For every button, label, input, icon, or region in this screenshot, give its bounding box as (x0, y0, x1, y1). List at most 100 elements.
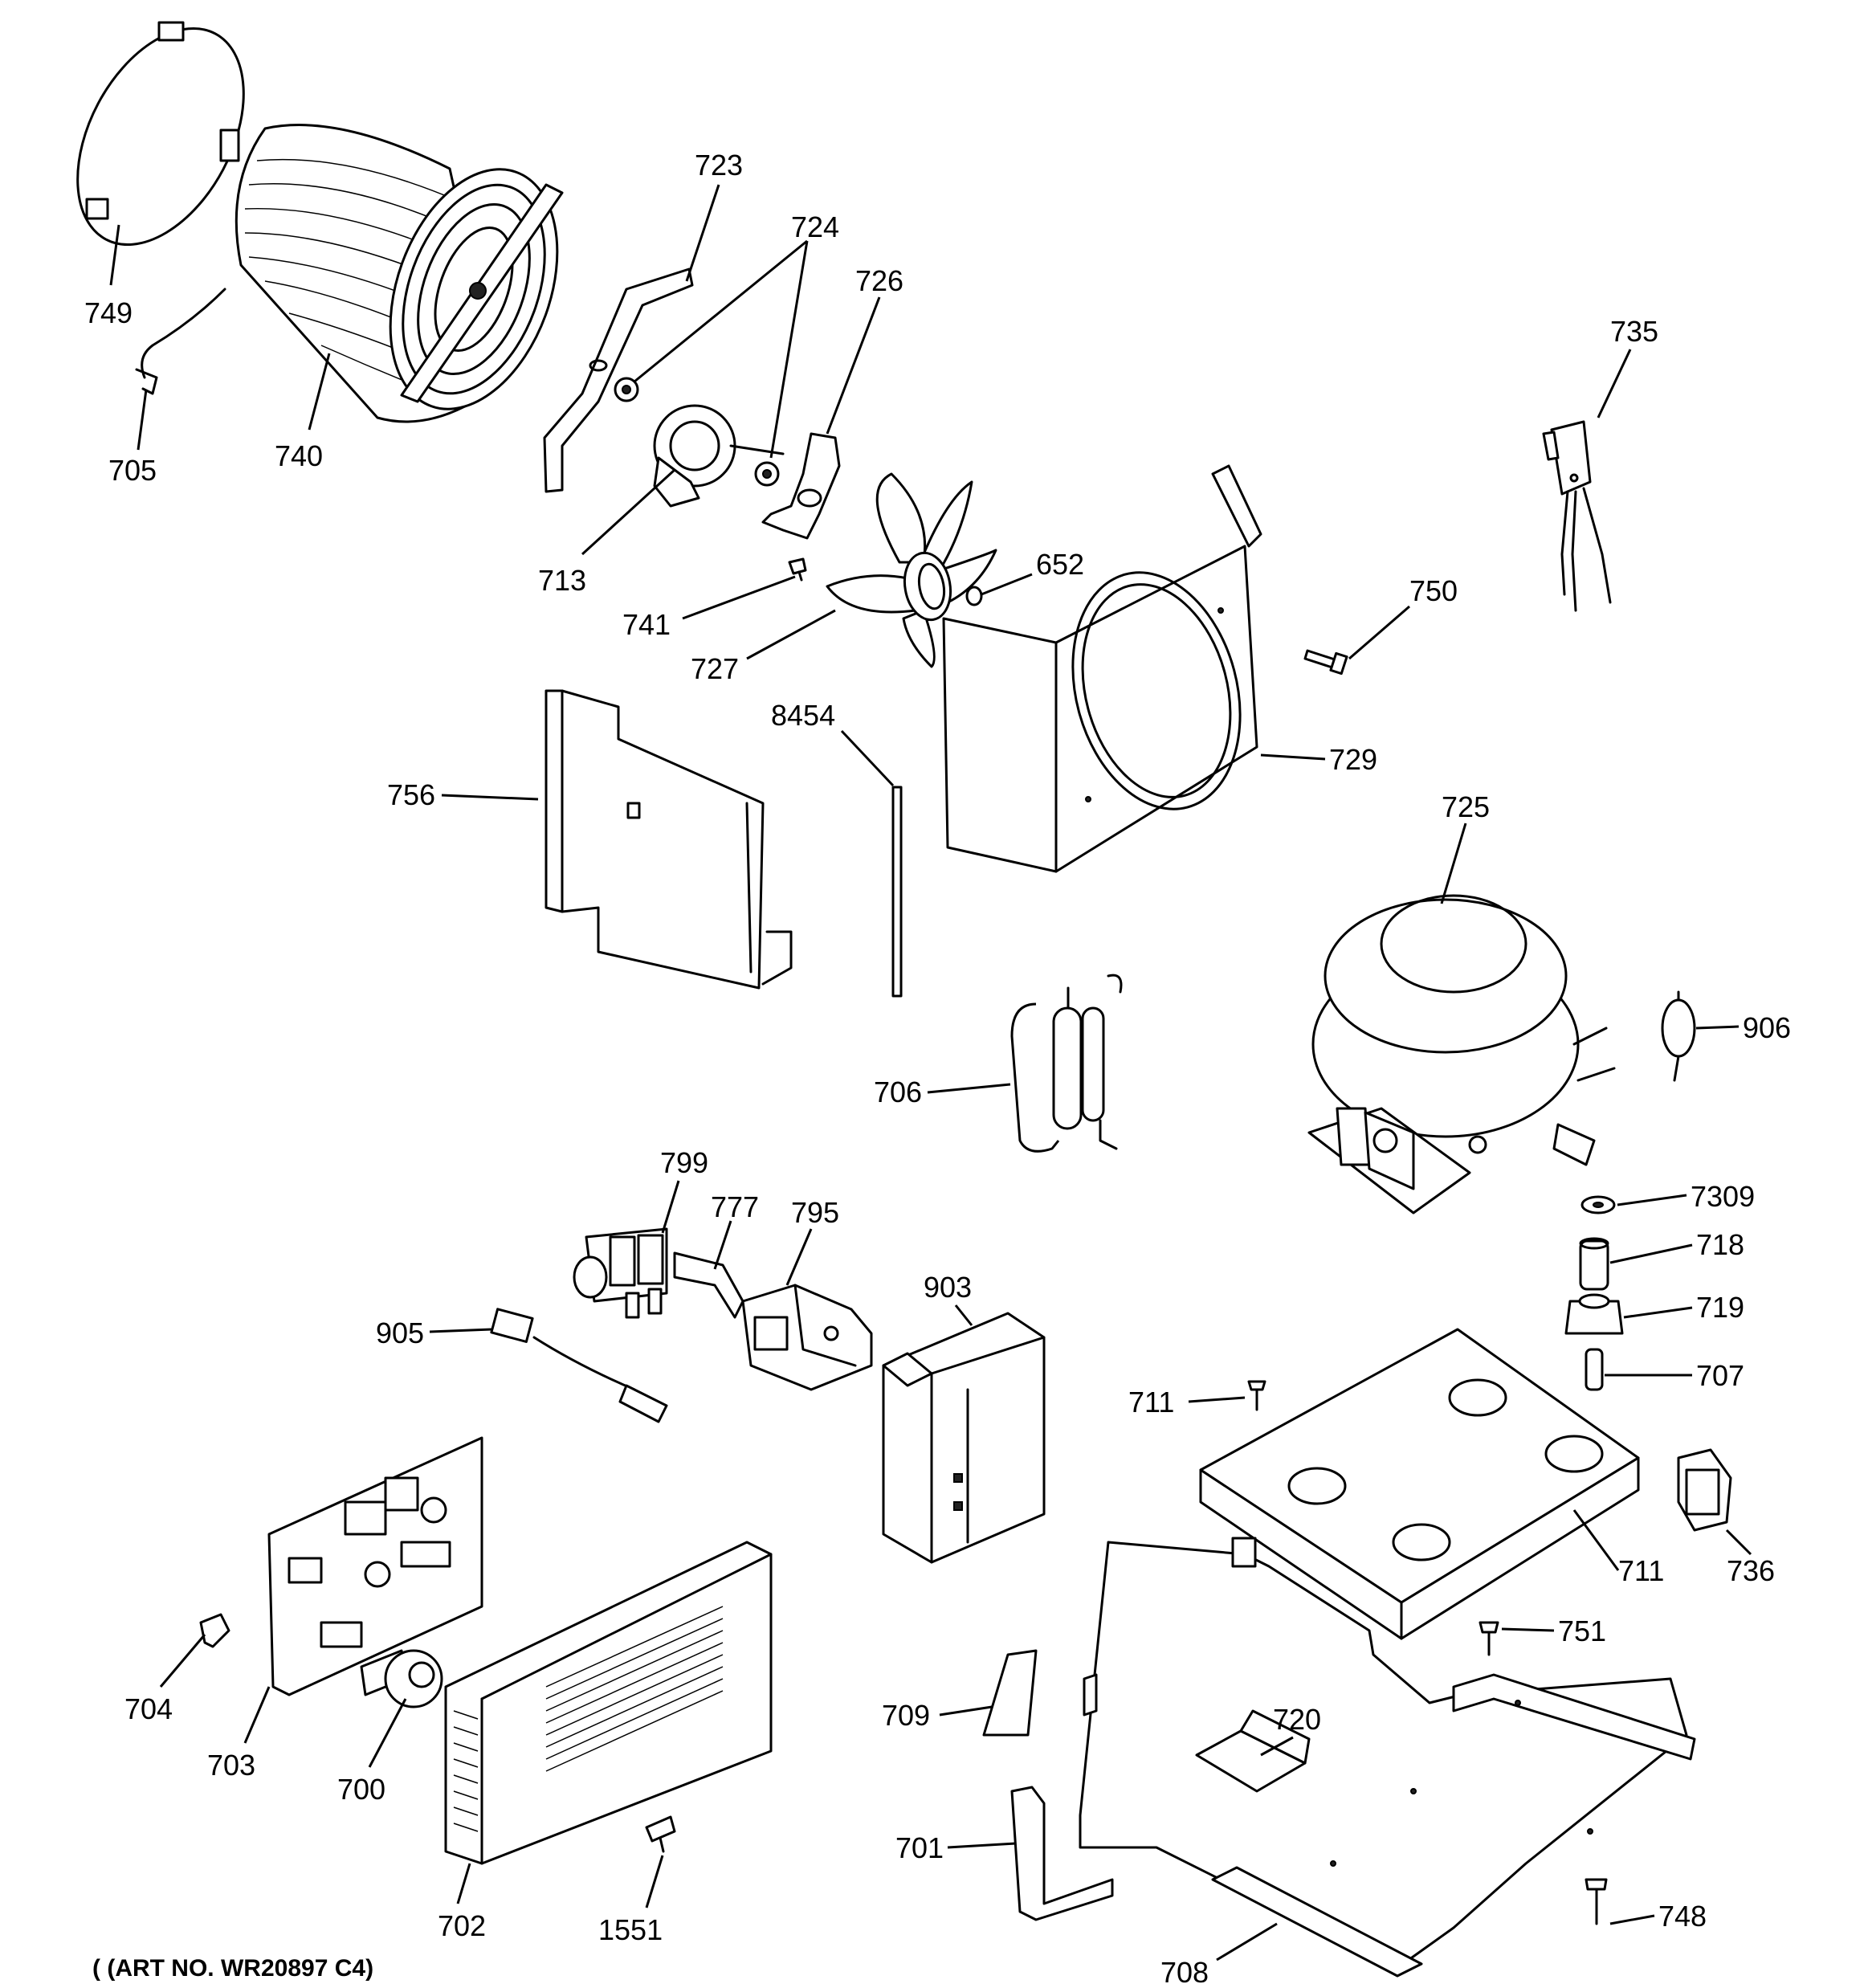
leader-741 (682, 575, 796, 620)
bracket-720 (1195, 1709, 1311, 1793)
leader-724a (634, 239, 808, 383)
insulation-pad-709 (982, 1649, 1038, 1737)
screw-751 (1478, 1621, 1499, 1656)
leader-1551 (645, 1855, 664, 1908)
label-729: 729 (1329, 743, 1377, 776)
label-713: 713 (538, 564, 586, 597)
part-labels: 749 705 740 723 724 726 713 741 727 652 … (84, 149, 1791, 1988)
leader-795 (785, 1228, 813, 1286)
leader-903 (954, 1304, 973, 1326)
leader-708 (1216, 1922, 1278, 1961)
label-736: 736 (1727, 1554, 1775, 1587)
fan-motor-713 (653, 404, 785, 508)
label-748: 748 (1658, 1900, 1707, 1933)
leader-724b (769, 240, 809, 459)
board-standoff-704 (199, 1613, 230, 1648)
leader-729 (1260, 753, 1326, 761)
screw-1551 (645, 1815, 676, 1853)
label-700: 700 (337, 1773, 385, 1806)
leader-701 (947, 1842, 1017, 1849)
leader-723 (685, 184, 720, 282)
gasket-strip-8454 (891, 786, 903, 998)
leader-705 (137, 389, 148, 451)
grommets-724 (614, 377, 780, 487)
label-726: 726 (855, 264, 903, 297)
leader-703 (243, 1686, 271, 1744)
leader-lines (109, 184, 1752, 1961)
leader-740 (308, 353, 331, 431)
label-799: 799 (660, 1146, 708, 1179)
screw-711 (1247, 1380, 1266, 1411)
label-735: 735 (1610, 315, 1658, 348)
label-795: 795 (791, 1196, 839, 1229)
label-903: 903 (924, 1271, 972, 1304)
leader-748 (1609, 1914, 1655, 1925)
label-705: 705 (108, 454, 157, 487)
label-906: 906 (1743, 1011, 1791, 1044)
leader-7309 (1617, 1194, 1687, 1206)
label-727: 727 (691, 652, 739, 685)
label-750: 750 (1409, 574, 1458, 607)
leader-756 (441, 794, 539, 801)
rocker-switch-736 (1677, 1448, 1732, 1532)
leader-749 (109, 224, 120, 286)
motor-mount-726 (761, 432, 841, 540)
label-704: 704 (124, 1692, 173, 1725)
label-702: 702 (438, 1909, 486, 1942)
screw-748 (1585, 1878, 1608, 1925)
leader-706 (927, 1083, 1011, 1094)
bracket-701 (1010, 1786, 1114, 1921)
leader-8454 (840, 729, 895, 787)
label-777: 777 (711, 1190, 759, 1223)
leader-725 (1440, 823, 1467, 904)
nut-652 (965, 586, 983, 606)
leader-751 (1501, 1627, 1555, 1632)
leader-719 (1623, 1306, 1693, 1319)
tube-clip-705 (135, 368, 158, 395)
leader-720 (1260, 1736, 1294, 1757)
drain-pan-711 (1199, 1328, 1640, 1640)
harness-905 (490, 1308, 668, 1423)
condenser-coil-740 (141, 124, 564, 423)
label-701: 701 (895, 1831, 944, 1864)
pin-707 (1585, 1348, 1604, 1391)
leader-702 (456, 1863, 471, 1904)
screw-750 (1303, 649, 1348, 676)
grommet-719 (1564, 1293, 1624, 1335)
label-711-screw: 711 (1128, 1386, 1174, 1419)
label-724: 724 (791, 210, 839, 243)
art-number: ( (ART NO. WR20897 C4) (92, 1955, 373, 1982)
label-720: 720 (1273, 1703, 1321, 1736)
label-703: 703 (207, 1749, 255, 1782)
base-pan-708 (1079, 1537, 1696, 1978)
label-751: 751 (1558, 1614, 1606, 1647)
board-cover-702 (444, 1541, 773, 1865)
leader-711b (1572, 1509, 1620, 1571)
label-741: 741 (622, 608, 671, 641)
label-709: 709 (882, 1699, 930, 1732)
leader-727 (746, 609, 836, 660)
washer-7309 (1580, 1195, 1616, 1214)
leader-652 (981, 573, 1033, 596)
leader-799 (661, 1180, 680, 1234)
leader-906 (1695, 1025, 1740, 1030)
leader-905 (429, 1328, 492, 1333)
label-707: 707 (1696, 1359, 1744, 1392)
leader-709 (939, 1705, 993, 1717)
leader-718 (1609, 1243, 1693, 1264)
label-723: 723 (695, 149, 743, 182)
leader-704 (159, 1634, 206, 1688)
drier-906 (1661, 990, 1696, 1082)
label-905: 905 (376, 1316, 424, 1349)
label-652: 652 (1036, 548, 1084, 581)
sleeve-718 (1579, 1237, 1609, 1291)
label-719: 719 (1696, 1291, 1744, 1324)
label-8454: 8454 (771, 699, 835, 732)
cover-panel-756 (544, 689, 793, 990)
leader-726 (826, 296, 881, 435)
valve-bracket-777 (673, 1251, 744, 1319)
drier-assembly-706 (1010, 974, 1123, 1153)
fan-blade-727 (826, 472, 997, 668)
leader-735 (1597, 349, 1632, 418)
